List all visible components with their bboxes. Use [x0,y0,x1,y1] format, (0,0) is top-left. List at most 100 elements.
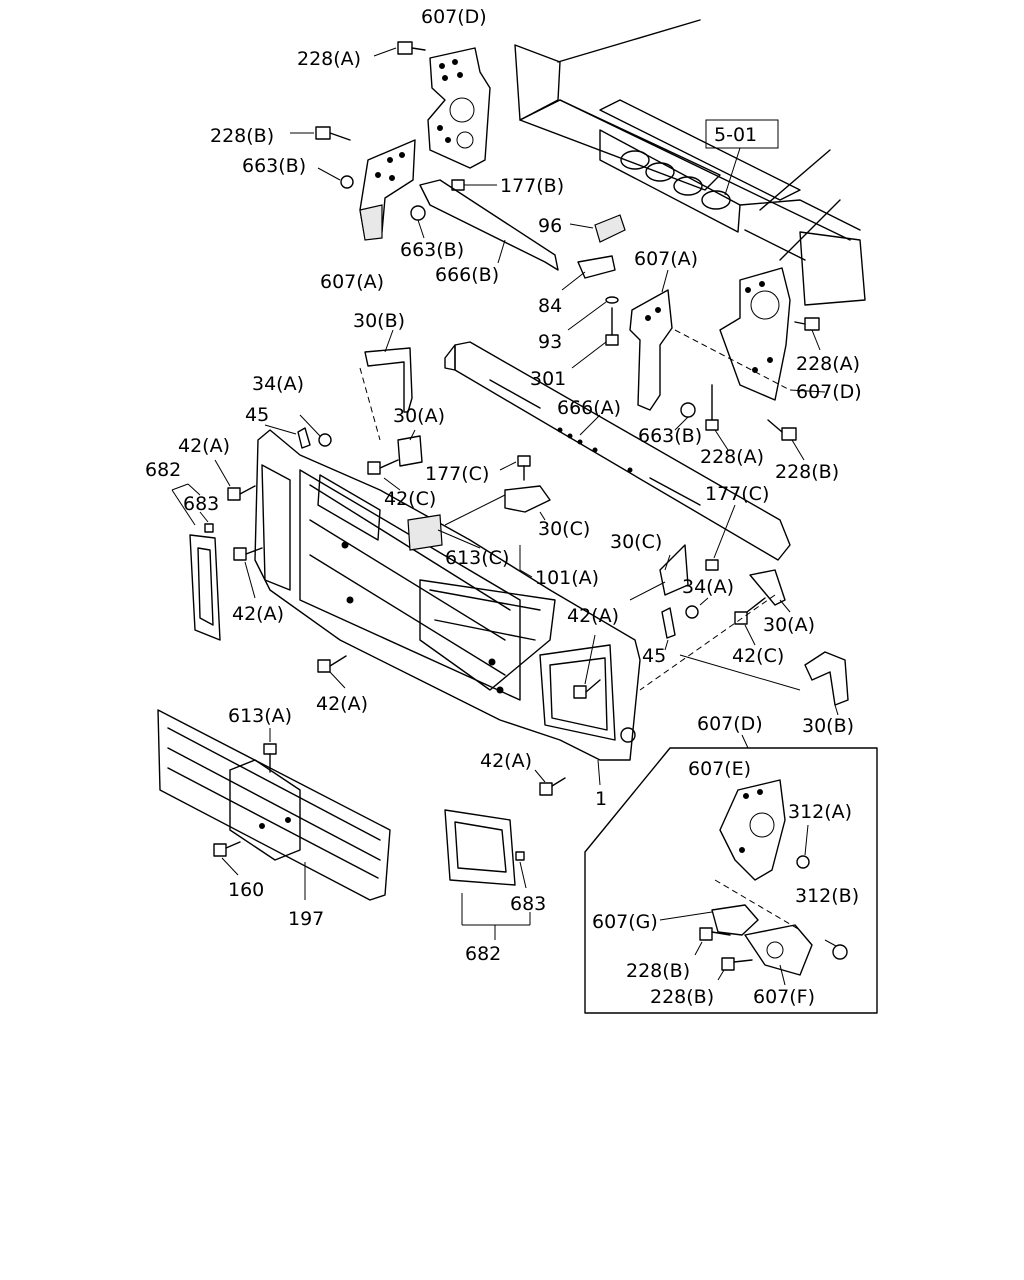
bolt-228b-right [767,419,805,461]
label-607d-right: 607(D) [796,381,862,403]
label-42a-bottom: 42(A) [480,750,532,772]
label-613c: 613(C) [445,547,509,569]
label-607f: 607(F) [753,986,815,1008]
label-607a-upper: 607(A) [320,271,384,293]
callout-labels: 607(D) 228(A) 228(B) 663(B) 177(B) 96 66… [145,6,862,1008]
label-45-right: 45 [642,645,666,667]
label-663b-lower: 663(B) [638,425,702,447]
nut-663b-2 [410,205,426,239]
label-1: 1 [595,788,607,810]
bracket-30a-left [397,429,423,467]
label-607g: 607(G) [592,911,658,933]
clip-45-left [264,424,311,449]
label-228b-lower: 228(B) [775,461,839,483]
label-30a-left: 30(A) [393,405,445,427]
label-312b: 312(B) [795,885,859,907]
cover-613c [407,514,481,551]
bolt-228a-low [705,384,729,451]
bolt-42a-bottom [534,769,566,796]
label-682-bottom: 682 [465,943,501,965]
label-666b: 666(B) [435,264,499,286]
bezel-682-left [171,483,221,641]
bolt-42a-2 [233,547,263,599]
bolt-42c-right [734,597,766,646]
label-683-bottom: 683 [510,893,546,915]
label-177c-left: 177(C) [425,463,489,485]
bolt-228a-top [373,41,426,57]
label-34a-right: 34(A) [682,576,734,598]
label-93: 93 [538,331,562,353]
bracket-607g [659,879,801,936]
label-663b-upper: 663(B) [242,155,306,177]
bolt-177c-right [705,504,736,571]
label-197: 197 [288,908,324,930]
ref-box-5-01: 5-01 [705,119,779,196]
nut-312b [824,939,848,960]
label-228b-box2: 228(B) [650,986,714,1008]
ref-box-label: 5-01 [714,124,757,146]
label-34a-left: 34(A) [252,373,304,395]
bracket-607a-upper [359,139,416,241]
bolt-613a [263,728,277,773]
bracket-30c-left [504,485,551,521]
bracket-607f [744,924,813,986]
clip-45-right [661,607,676,651]
label-42a-1: 42(A) [178,435,230,457]
label-666a: 666(A) [557,397,621,419]
grille-frame-detail [317,474,556,694]
bracket-30b-right [679,651,849,716]
label-301: 301 [530,368,566,390]
label-101a: 101(A) [535,567,599,589]
label-84: 84 [538,295,562,317]
bracket-101a [444,494,533,578]
reinforcement-666a [444,341,791,561]
label-682-left: 682 [145,459,181,481]
label-607e: 607(E) [688,758,751,780]
label-42a-2: 42(A) [232,603,284,625]
bolt-42c-left [367,459,401,491]
washer-93 [567,296,619,331]
bracket-30c-right [629,544,689,601]
clip-96 [569,214,626,243]
clamp-84 [561,255,616,291]
label-228a-top: 228(A) [297,48,361,70]
label-607d-top: 607(D) [421,6,487,28]
label-607d-box: 607(D) [697,713,763,735]
label-42a-center: 42(A) [567,605,619,627]
label-613a: 613(A) [228,705,292,727]
label-228a-lower: 228(A) [700,446,764,468]
label-42c-left: 42(C) [384,488,436,510]
label-607a-right: 607(A) [634,248,698,270]
label-42a-3: 42(A) [316,693,368,715]
label-30b-right: 30(B) [802,715,854,737]
label-42c-right: 42(C) [732,645,784,667]
label-683-left: 683 [183,493,219,515]
label-312a: 312(A) [788,801,852,823]
front-panel-1 [254,429,641,786]
bracket-607a-right [629,269,673,411]
bracket-607e [719,779,786,881]
label-30c-left: 30(C) [538,518,590,540]
nut-312a [796,824,810,869]
nut-663b-3 [674,402,696,431]
grille-197 [157,709,391,901]
label-177b: 177(B) [500,175,564,197]
bolt-42a-1 [214,459,256,501]
nut-34a-right [685,597,709,619]
bracket-30b-top [359,329,413,441]
bracket-607d-right [674,267,826,401]
bolt-228b-box1 [694,927,731,956]
screw-683-left [199,511,214,533]
label-160: 160 [228,879,264,901]
label-228b-box1: 228(B) [626,960,690,982]
bolt-42a-center [573,634,601,699]
detail-box [584,734,878,1014]
bolt-42a-3 [317,655,347,689]
nut-34a-left [299,414,332,447]
bolt-228b-box2 [717,957,753,981]
nut-663b-1 [317,167,354,189]
label-30a-right: 30(A) [763,614,815,636]
bracket-607d-upper [427,47,491,169]
